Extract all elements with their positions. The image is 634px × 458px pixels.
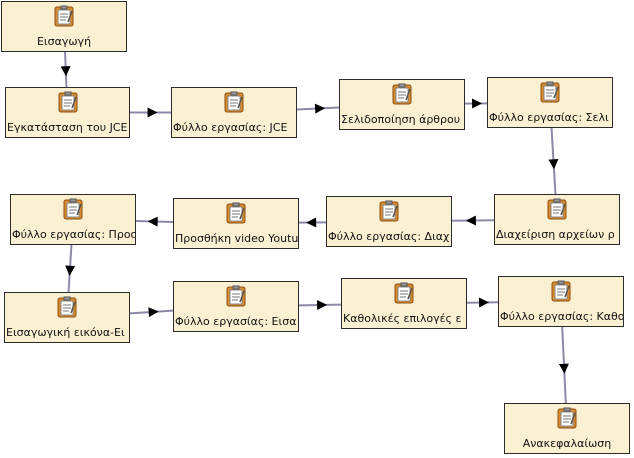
node-article-pagination[interactable]: Σελιδοποίηση άρθρου [339,79,465,130]
node-label: Προσθήκη video Youtu [175,232,299,245]
node-label: Φύλλο εργασίας: Καθο [500,310,624,323]
node-intro-image[interactable]: Εισαγωγική εικόνα-Ει [4,292,130,343]
document-icon [540,81,560,103]
node-youtube-video[interactable]: Προσθήκη video Youtu [173,198,299,249]
node-label: Καθολικές επιλογές ε [343,312,462,325]
node-label: Εισαγωγική εικόνα-Ει [6,326,125,339]
arrowhead-icon [472,98,483,109]
node-worksheet-file-management[interactable]: Φύλλο εργασίας: Διαχ [326,196,452,247]
node-label: Σελιδοποίηση άρθρου [341,113,461,126]
document-icon [394,282,414,304]
document-icon [226,285,246,307]
document-icon [57,296,77,318]
arrowhead-icon [465,215,476,226]
arrowhead-icon [147,107,158,118]
node-worksheet-global-options[interactable]: Φύλλο εργασίας: Καθο [498,276,624,327]
node-label: Διαχείριση αρχείων ρ [496,228,615,241]
node-label: Εγκατάσταση του JCE [7,121,128,134]
document-icon [547,198,567,220]
arrowhead-icon [147,216,158,227]
document-icon [58,91,77,113]
node-worksheet-intro-image[interactable]: Φύλλο εργασίας: Εισα [173,281,299,332]
node-worksheet-youtube[interactable]: Φύλλο εργασίας: Προσ [10,194,136,245]
node-jce-installation[interactable]: Εγκατάσταση του JCE [5,87,130,138]
arrowhead-icon [317,300,328,311]
document-icon [224,91,244,113]
node-label: Ανακεφαλαίωση [522,437,612,450]
arrowhead-icon [558,363,569,374]
document-icon [226,202,246,224]
arrowhead-icon [478,297,490,308]
arrowhead-icon [306,217,317,228]
document-icon [551,280,571,302]
arrowhead-icon [60,66,71,77]
node-label: Φύλλο εργασίας: Διαχ [328,230,450,243]
node-label: Φύλλο εργασίας: JCE [173,121,288,134]
node-file-management[interactable]: Διαχείριση αρχείων ρ [494,194,620,245]
node-worksheet-pagination[interactable]: Φύλλο εργασίας: Σελι [487,77,613,128]
document-icon [54,5,74,27]
document-icon [392,83,412,105]
arrowhead-icon [148,307,159,318]
arrowhead-icon [314,103,326,114]
arrowhead-icon [65,265,76,276]
document-icon [557,407,577,429]
node-label: Φύλλο εργασίας: Προσ [12,228,136,241]
node-worksheet-jce[interactable]: Φύλλο εργασίας: JCE [171,87,297,138]
document-icon [63,198,83,220]
node-label: Φύλλο εργασίας: Εισα [175,315,297,328]
node-label: Εισαγωγή [36,35,92,48]
node-summary[interactable]: Ανακεφαλαίωση [504,403,630,454]
document-icon [379,200,399,222]
node-label: Φύλλο εργασίας: Σελι [489,111,609,124]
node-global-options[interactable]: Καθολικές επιλογές ε [341,278,467,329]
arrowhead-icon [548,159,559,170]
node-eisagogi[interactable]: Εισαγωγή [1,1,127,52]
